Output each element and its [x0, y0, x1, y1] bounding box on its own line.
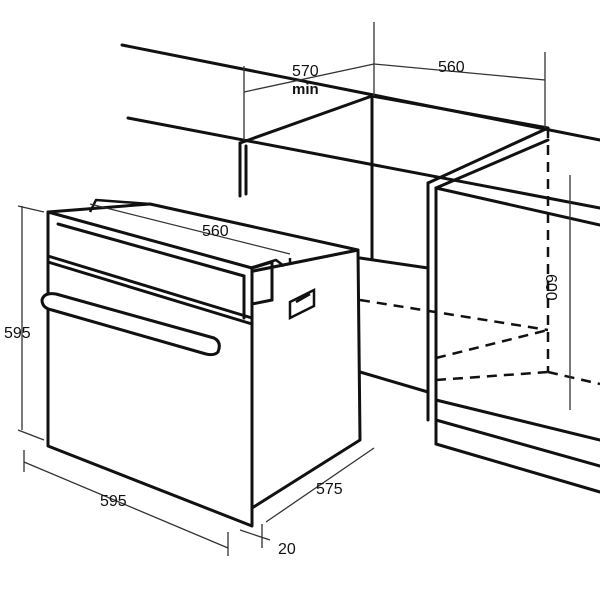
cabinet-top-dimensions	[243, 22, 546, 140]
label-cabinet-width: 560	[438, 59, 465, 76]
label-cabinet-depth-min: 570	[292, 63, 319, 80]
label-oven-height: 595	[4, 325, 31, 342]
label-oven-depth: 575	[316, 481, 343, 498]
oven-side-vent	[288, 287, 316, 321]
countertop	[120, 43, 600, 210]
oven-dimension-lines	[17, 203, 375, 556]
label-door-thickness: 20	[278, 541, 296, 558]
cabinet-opening	[238, 94, 600, 494]
dimension-labels: 570 min 560 600 560 595 595 575 20	[4, 59, 559, 558]
oven-door-handle	[40, 292, 221, 357]
label-oven-body-width: 560	[202, 223, 229, 240]
oven	[46, 202, 362, 528]
label-min-suffix: min	[292, 81, 319, 98]
oven-top-rail	[88, 198, 292, 270]
label-cabinet-height: 600	[542, 274, 559, 301]
label-oven-width: 595	[100, 493, 127, 510]
cabinet-hidden-lines	[359, 128, 600, 386]
